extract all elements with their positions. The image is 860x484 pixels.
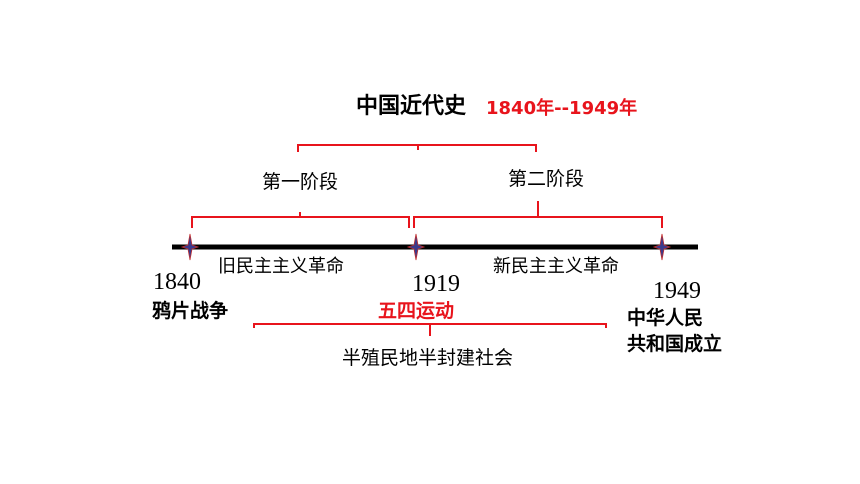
milestone-year-1840: 1840 [153,269,201,295]
milestone-year-1919: 1919 [412,271,460,297]
bracket-society [253,323,607,336]
milestone-event-opium-war: 鸦片战争 [152,300,229,322]
bracket-second-stage [413,201,663,228]
bracket-whole-period [297,144,537,152]
revolution-label-new: 新民主主义革命 [493,256,619,277]
bracket-first-stage [191,212,410,228]
milestone-event-prc-line1: 中华人民 [627,307,704,329]
society-label: 半殖民地半封建社会 [342,347,514,369]
title-date-range: 1840年--1949年 [486,98,638,119]
marker-1840 [180,233,200,261]
stage-label-second: 第二阶段 [508,168,585,190]
marker-1949 [652,233,672,261]
revolution-label-old: 旧民主主义革命 [218,256,344,277]
milestone-year-1949: 1949 [653,278,701,304]
milestone-event-prc-line2: 共和国成立 [627,333,723,355]
page-title: 中国近代史 [356,94,467,119]
milestone-event-may-fourth: 五四运动 [378,300,455,322]
marker-1919 [406,233,426,261]
stage-label-first: 第一阶段 [262,171,339,193]
